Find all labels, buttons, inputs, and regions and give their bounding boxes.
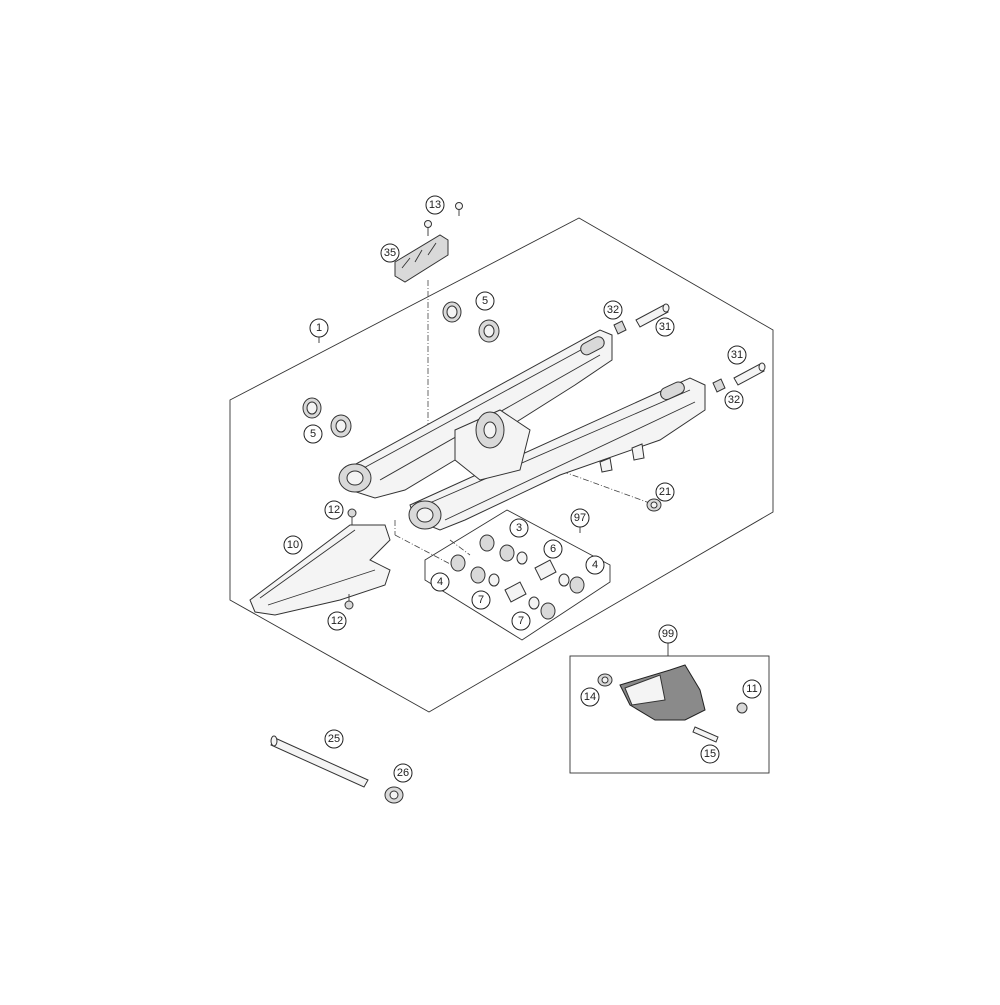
cable-guide-part (394, 202, 463, 283)
assembly-group-frame (229, 217, 774, 713)
callout-15: 15 (700, 744, 720, 764)
svg-text:6: 6 (550, 543, 556, 555)
callout-14: 14 (580, 687, 600, 707)
callout-1: 1 (309, 318, 329, 338)
svg-text:11: 11 (746, 683, 757, 695)
pivot-caps (302, 301, 500, 438)
svg-text:15: 15 (704, 748, 716, 760)
svg-text:3: 3 (516, 522, 522, 534)
svg-text:32: 32 (728, 394, 740, 406)
svg-text:32: 32 (607, 304, 619, 316)
callout-5-left: 5 (303, 424, 323, 444)
svg-text:21: 21 (659, 486, 671, 498)
svg-text:10: 10 (287, 539, 299, 551)
callout-4-right: 4 (585, 555, 605, 575)
chain-guide-kit-box (569, 655, 770, 774)
callout-99: 99 (658, 624, 678, 644)
svg-text:31: 31 (731, 349, 743, 361)
callout-11: 11 (742, 679, 762, 699)
callout-32-right: 32 (724, 390, 744, 410)
leader-lines (318, 337, 669, 656)
svg-text:13: 13 (429, 199, 441, 211)
svg-text:12: 12 (328, 504, 340, 516)
callout-26: 26 (393, 763, 413, 783)
nut-part (646, 498, 662, 512)
chain-slider (249, 508, 391, 616)
callout-12-bottom: 12 (327, 611, 347, 631)
callout-6: 6 (543, 539, 563, 559)
callout-25: 25 (324, 729, 344, 749)
callout-32-top: 32 (603, 300, 623, 320)
callout-7-right: 7 (511, 611, 531, 631)
svg-text:1: 1 (316, 322, 322, 334)
callout-13: 13 (425, 195, 445, 215)
callout-3: 3 (509, 518, 529, 538)
callout-5-top: 5 (475, 291, 495, 311)
callout-97: 97 (570, 508, 590, 528)
callout-12-top: 12 (324, 500, 344, 520)
svg-text:7: 7 (518, 615, 524, 627)
svg-text:99: 99 (662, 628, 674, 640)
bearing-kit-frame (424, 509, 611, 641)
svg-text:12: 12 (331, 615, 343, 627)
chain-adjusters (613, 303, 766, 393)
bearing-kit-parts (450, 534, 585, 620)
svg-text:4: 4 (437, 576, 443, 588)
svg-text:14: 14 (584, 691, 596, 703)
svg-text:25: 25 (328, 733, 340, 745)
callout-10: 10 (283, 535, 303, 555)
svg-text:26: 26 (397, 767, 409, 779)
svg-text:7: 7 (478, 594, 484, 606)
callout-4-left: 4 (430, 572, 450, 592)
svg-text:31: 31 (659, 321, 671, 333)
svg-text:5: 5 (482, 295, 488, 307)
assembly-lines (394, 280, 656, 566)
svg-text:35: 35 (384, 247, 396, 259)
svg-text:4: 4 (592, 559, 598, 571)
callout-31-right: 31 (727, 345, 747, 365)
svg-text:97: 97 (574, 512, 586, 524)
callout-31-top: 31 (655, 317, 675, 337)
chain-guide-parts (597, 664, 748, 743)
callout-7-left: 7 (471, 590, 491, 610)
swingarm-axle (270, 735, 404, 804)
svg-text:5: 5 (310, 428, 316, 440)
callout-21: 21 (655, 482, 675, 502)
swingarm (338, 329, 706, 531)
callout-35: 35 (380, 243, 400, 263)
